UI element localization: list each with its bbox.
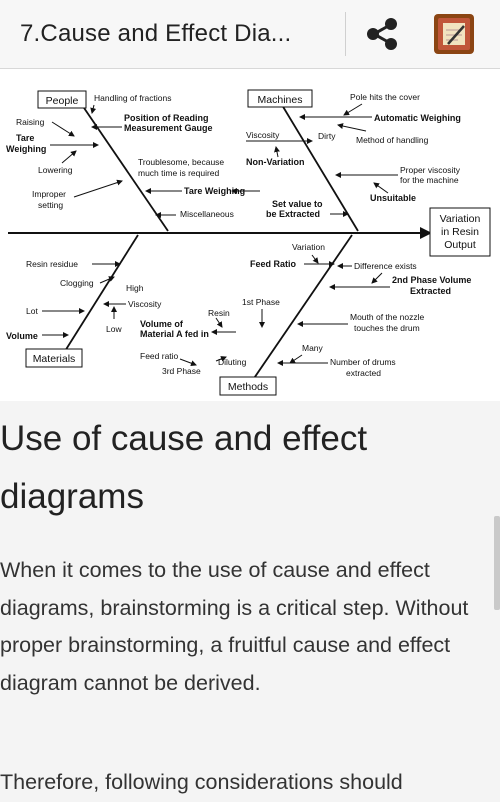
section-heading: Use of cause and effect diagrams <box>0 419 368 516</box>
connector-arrow <box>274 146 280 158</box>
connector-arrow <box>61 150 77 164</box>
label-third-phase: 3rd Phase <box>162 366 201 376</box>
label-unsuitable: Unsuitable <box>370 193 416 203</box>
effect-line3: Output <box>444 239 476 251</box>
machines-box <box>247 89 313 108</box>
label-troublesome-2: much time is required <box>138 168 220 178</box>
label-pole: Pole hits the cover <box>350 92 420 102</box>
scrollbar[interactable] <box>494 516 500 610</box>
connector-arrow <box>215 356 227 362</box>
label-low: Low <box>106 324 122 334</box>
label-difference: Difference exists <box>354 261 417 271</box>
label-method-handling: Method of handling <box>356 135 429 145</box>
machines-label: Machines <box>258 94 303 106</box>
label-proper-1: Proper viscosity <box>400 165 461 175</box>
effect-line1: Variation <box>440 213 481 225</box>
share-icon[interactable] <box>356 12 410 56</box>
effect-line2: in Resin <box>441 226 479 238</box>
methods-box <box>219 376 277 396</box>
label-miscellaneous: Miscellaneous <box>180 209 234 219</box>
label-mouth-1: Mouth of the nozzle <box>350 312 424 322</box>
toolbar-divider <box>345 12 346 56</box>
materials-bone <box>59 234 139 360</box>
label-position-2: Measurement Gauge <box>124 123 213 133</box>
connector-arrow <box>337 123 367 132</box>
connector-arrow <box>311 254 319 264</box>
article-paragraph: When it comes to the use of cause and ef… <box>0 558 469 695</box>
label-tare-weighing: Tare Weighing <box>184 186 245 196</box>
label-drums-1: Number of drums <box>330 357 396 367</box>
label-feed-ratio: Feed Ratio <box>250 259 297 269</box>
connector-arrow <box>215 317 223 328</box>
label-high: High <box>126 283 144 293</box>
label-proper-2: for the machine <box>400 175 459 185</box>
label-viscosity-machine: Viscosity <box>246 130 280 140</box>
label-tare-2: Weighing <box>6 144 46 154</box>
connector-arrow <box>99 276 115 284</box>
label-volume-of-2: Material A fed in <box>140 329 209 339</box>
label-dirty: Dirty <box>318 131 336 141</box>
effect-box <box>429 207 491 257</box>
methods-bone <box>247 234 353 388</box>
label-second-phase-1: 2nd Phase Volume <box>392 275 471 285</box>
label-clogging: Clogging <box>60 278 94 288</box>
label-improper-2: setting <box>38 200 63 210</box>
label-drums-2: extracted <box>346 368 381 378</box>
people-label: People <box>46 95 79 107</box>
connector-arrow <box>73 179 123 198</box>
label-lot: Lot <box>26 306 38 316</box>
label-setvalue-1: Set value to <box>272 199 323 209</box>
page-title: 7.Cause and Effect Dia... <box>20 20 292 47</box>
label-many: Many <box>302 343 324 353</box>
connector-arrow <box>51 121 75 137</box>
label-raising: Raising <box>16 117 45 127</box>
connector-arrow <box>343 103 363 116</box>
label-resin-residue: Resin residue <box>26 259 78 269</box>
label-mouth-2: touches the drum <box>354 323 420 333</box>
label-improper-1: Improper <box>32 189 66 199</box>
label-position-1: Position of Reading <box>124 113 209 123</box>
label-resin: Resin <box>208 308 230 318</box>
label-variation: Variation <box>292 242 325 252</box>
materials-label: Materials <box>33 353 76 365</box>
app-toolbar: 7.Cause and Effect Dia... <box>0 0 500 69</box>
label-handling-fractions: Handling of fractions <box>94 93 172 103</box>
label-troublesome-1: Troublesome, because <box>138 157 224 167</box>
label-second-phase-2: Extracted <box>410 286 451 296</box>
connector-arrow <box>289 354 303 364</box>
label-tare-1: Tare <box>16 133 34 143</box>
label-feed-ratio-small: Feed ratio <box>140 351 179 361</box>
machines-bone <box>281 104 359 232</box>
people-box <box>37 90 87 109</box>
fishbone-diagram: People Machines Materials Methods Variat… <box>0 69 500 401</box>
label-lowering: Lowering <box>38 165 73 175</box>
label-automatic: Automatic Weighing <box>374 113 461 123</box>
label-volume-of-1: Volume of <box>140 319 184 329</box>
label-setvalue-2: be Extracted <box>266 209 320 219</box>
notebook-app-icon[interactable] <box>428 11 480 57</box>
label-viscosity: Viscosity <box>128 299 162 309</box>
label-first-phase: 1st Phase <box>242 297 280 307</box>
label-diluting: Diluting <box>218 357 247 367</box>
label-non-variation: Non-Variation <box>246 157 305 167</box>
article-paragraph-2: Therefore, following considerations shou… <box>0 770 403 794</box>
methods-label: Methods <box>228 381 268 393</box>
connector-arrow <box>90 104 97 114</box>
connector-arrow <box>179 358 197 367</box>
label-volume: Volume <box>6 331 38 341</box>
connector-arrow <box>373 182 389 194</box>
connector-arrow <box>371 272 383 284</box>
materials-box <box>25 348 83 368</box>
